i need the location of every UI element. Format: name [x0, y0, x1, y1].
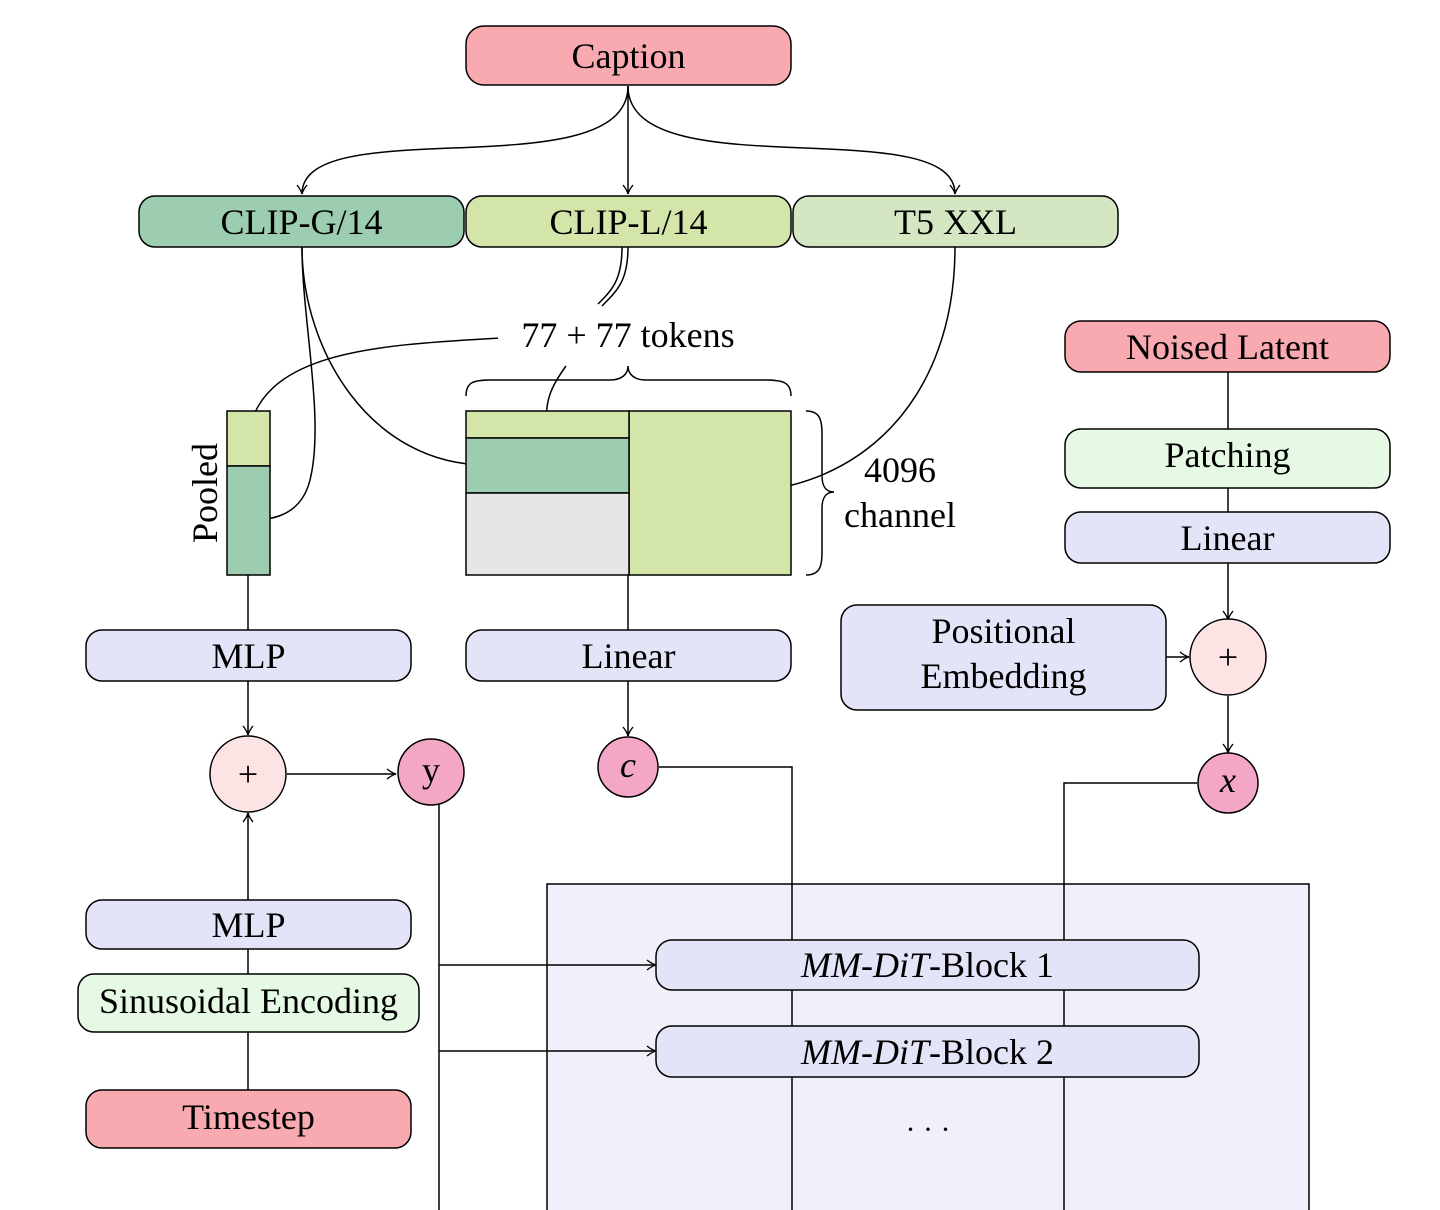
clip-l-label: CLIP-L/14: [549, 201, 708, 242]
x-label: x: [1220, 760, 1236, 800]
block2-prefix: MM-DiT: [801, 1031, 929, 1072]
plus-left-label: +: [237, 754, 259, 794]
c-node: [597, 736, 659, 798]
edge-clipg-pooled: [247, 246, 316, 526]
edge-tokens-pooled: [243, 337, 501, 439]
block2-suffix: -Block 2: [929, 1031, 1054, 1072]
caption-label: Caption: [571, 35, 686, 76]
patching-box: [1064, 428, 1391, 489]
linear-right-label: Linear: [1180, 517, 1275, 558]
channel-label-line1: 4096: [864, 450, 936, 490]
t5-box: [792, 195, 1119, 248]
brace-right: [805, 410, 835, 576]
noised-latent-box: [1064, 320, 1391, 373]
block1-suffix: -Block 1: [929, 945, 1054, 985]
mmdit-block-2-label: MM-DiT-Block 2: [656, 1026, 1199, 1077]
timestep-label: Timestep: [182, 1097, 315, 1137]
clip-g-label: CLIP-G/14: [220, 201, 383, 242]
noised-latent-label: Noised Latent: [1126, 326, 1329, 367]
tokens-label: 77 + 77 tokens: [498, 312, 758, 358]
mmdit-block-1-label: MM-DiT-Block 1: [656, 940, 1199, 990]
linear-right-box: [1064, 511, 1391, 564]
plus-right-label: +: [1217, 637, 1239, 677]
x-node: [1197, 752, 1259, 814]
pooled-label: Pooled: [185, 443, 225, 544]
matrix-clipg-row: [465, 437, 630, 494]
linear-mid-label: Linear: [581, 635, 676, 676]
mlp-bottom-label: MLP: [211, 904, 286, 945]
edge-caption-clipg: [296, 85, 629, 195]
t5-label: T5 XXL: [894, 201, 1017, 242]
y-label: y: [422, 750, 440, 790]
plus-left-node: [209, 735, 287, 813]
mmdit-block-1: [655, 939, 1200, 991]
sinusoidal-label: Sinusoidal Encoding: [99, 981, 398, 1021]
edge-c-blocks: [659, 766, 793, 940]
c-label: c: [620, 745, 636, 785]
mmdit-block-2: [655, 1025, 1200, 1078]
clip-g-box: [138, 195, 465, 248]
matrix-right-block: [628, 410, 792, 576]
positional-embedding-box: [840, 604, 1167, 711]
mlp-top-box: [85, 629, 412, 682]
timestep-box: [85, 1089, 412, 1149]
block1-prefix: MM-DiT: [801, 945, 929, 985]
matrix-clipl-row: [465, 410, 630, 439]
patching-label: Patching: [1164, 435, 1291, 475]
positional-label-line2: Embedding: [920, 656, 1087, 696]
caption-box: [465, 25, 792, 86]
edge-caption-t5: [627, 85, 961, 195]
sinusoidal-box: [77, 973, 420, 1033]
brace-top: [465, 365, 792, 397]
positional-label-line1: Positional: [931, 611, 1076, 651]
clip-l-box: [465, 195, 792, 248]
pooled-bottom-cell: [226, 465, 271, 576]
pooled-top-cell: [226, 410, 271, 467]
mlp-bottom-box: [85, 899, 412, 950]
linear-mid-box: [465, 629, 792, 682]
edge-clipl-tokens: [601, 246, 629, 307]
y-node: [397, 738, 465, 806]
channel-label-line2: channel: [844, 495, 956, 535]
edge-x-blocks: [1063, 782, 1197, 940]
matrix-padding: [465, 492, 630, 576]
plus-right-node: [1189, 618, 1267, 696]
ellipsis-label: · · ·: [905, 1113, 951, 1146]
edge-clipg-matrix: [301, 246, 488, 471]
mlp-top-label: MLP: [211, 635, 286, 676]
